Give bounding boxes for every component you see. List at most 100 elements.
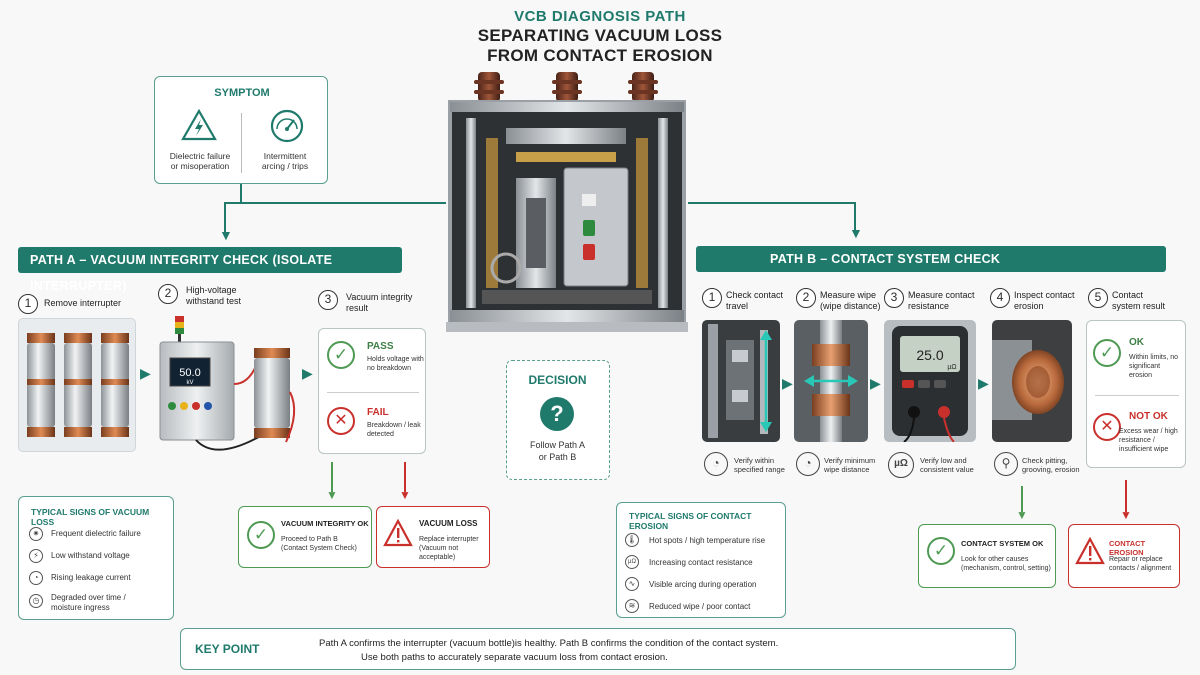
arc-icon: ∿ bbox=[625, 577, 639, 591]
step-label: Check contact travel bbox=[726, 290, 784, 311]
vacuum-ok-title: VACUUM INTEGRITY OK bbox=[281, 519, 369, 528]
ohm-icon: µΩ bbox=[888, 452, 914, 478]
gauge-icon: ◔ bbox=[796, 452, 820, 476]
ohm-value: 25.0 bbox=[916, 347, 943, 363]
signs-erosion-box: TYPICAL SIGNS OF CONTACT EROSION 🌡 Hot s… bbox=[616, 502, 786, 618]
signs-erosion-header: TYPICAL SIGNS OF CONTACT EROSION bbox=[629, 511, 752, 531]
gauge-icon: ◔ bbox=[29, 571, 43, 585]
connector-line bbox=[688, 202, 856, 204]
key-point-line-1: Path A confirms the interrupter (vacuum … bbox=[319, 638, 779, 649]
fail-description: Breakdown / leak detected bbox=[367, 422, 421, 438]
symptom-box: SYMPTOM Dielectric failure or misoperati… bbox=[154, 76, 328, 184]
title-top: VCB DIAGNOSIS PATH bbox=[514, 8, 686, 25]
hv-tester-image: 50.0 kV bbox=[159, 316, 296, 451]
interrupters-image bbox=[18, 318, 136, 452]
list-item: Rising leakage current bbox=[51, 573, 131, 582]
gauge-icon: ◔ bbox=[704, 452, 728, 476]
arrow-down-icon: ▼ bbox=[219, 227, 233, 243]
step-label: High-voltage withstand test bbox=[186, 285, 242, 306]
step-number: 1 bbox=[18, 294, 38, 314]
contact-system-ok-box: ✓ CONTACT SYSTEM OK Look for other cause… bbox=[918, 524, 1056, 588]
pass-description: Holds voltage with no breakdown bbox=[367, 356, 424, 372]
page-title: SEPARATING VACUUM LOSS FROM CONTACT EROS… bbox=[400, 26, 800, 66]
spark-icon: ✷ bbox=[29, 527, 43, 541]
arrow-down-red-icon: ▼ bbox=[399, 488, 411, 502]
step-number: 1 bbox=[702, 288, 722, 308]
arrow-right-icon: ▶ bbox=[302, 365, 313, 381]
step-note: Check pitting, grooving, erosion bbox=[1022, 456, 1080, 474]
meter-value: 50.0 bbox=[179, 367, 200, 379]
not-ok-description: Excess wear / high resistance / insuffic… bbox=[1119, 428, 1178, 453]
warning-icon bbox=[1075, 537, 1105, 565]
step-label: Measure wipe (wipe distance) bbox=[820, 290, 881, 311]
path-b-banner-text: PATH B – CONTACT SYSTEM CHECK bbox=[770, 252, 1001, 266]
gauge-icon bbox=[270, 109, 304, 143]
path-a-banner: PATH A – VACUUM INTEGRITY CHECK (ISOLATE… bbox=[18, 247, 402, 293]
arrow-down-red-icon: ▼ bbox=[1120, 508, 1132, 522]
connector-line bbox=[224, 202, 446, 204]
high-voltage-warning-icon bbox=[181, 109, 217, 141]
arrow-down-green-icon: ▼ bbox=[326, 488, 338, 502]
step-label: Vacuum integrity result bbox=[346, 292, 413, 313]
arrow-right-icon: ▶ bbox=[870, 375, 881, 391]
contact-travel-image bbox=[702, 320, 780, 442]
arrow-line-red bbox=[1125, 480, 1127, 512]
step-note: Verify minimum wipe distance bbox=[824, 456, 876, 474]
contact-erosion-image bbox=[992, 320, 1072, 442]
step-note: Verify within specified range bbox=[734, 456, 785, 474]
not-ok-title: NOT OK bbox=[1129, 411, 1168, 422]
contact-erosion-title: CONTACT EROSION bbox=[1109, 539, 1146, 557]
wipe-distance-image bbox=[794, 320, 868, 442]
ok-title: OK bbox=[1129, 337, 1144, 348]
arrow-line-red bbox=[404, 462, 406, 492]
check-icon: ✓ bbox=[247, 521, 275, 549]
vacuum-loss-desc: Replace interrupter (Vacuum not acceptab… bbox=[419, 536, 479, 561]
ok-description: Within limits, no significant erosion bbox=[1129, 354, 1179, 379]
step-label: Remove interrupter bbox=[44, 298, 122, 308]
key-point-box: KEY POINT Path A confirms the interrupte… bbox=[180, 628, 1016, 670]
step-number: 4 bbox=[990, 288, 1010, 308]
list-item: Low withstand voltage bbox=[51, 551, 130, 560]
list-item: Increasing contact resistance bbox=[649, 558, 753, 567]
step-number: 2 bbox=[158, 284, 178, 304]
arrow-down-icon: ▼ bbox=[849, 225, 863, 241]
list-item: Frequent dielectric failure bbox=[51, 529, 141, 538]
fail-title: FAIL bbox=[367, 407, 389, 418]
ohm-unit: µΩ bbox=[947, 364, 956, 371]
key-point-label: KEY POINT bbox=[195, 642, 260, 656]
check-icon: ✓ bbox=[927, 537, 955, 565]
vacuum-integrity-ok-box: ✓ VACUUM INTEGRITY OK Proceed to Path B … bbox=[238, 506, 372, 568]
arrow-down-green-icon: ▼ bbox=[1016, 508, 1028, 522]
vacuum-loss-box: VACUUM LOSS Replace interrupter (Vacuum … bbox=[376, 506, 490, 568]
list-item: Visible arcing during operation bbox=[649, 580, 757, 589]
meter-unit: kV bbox=[186, 380, 193, 386]
decision-box: DECISION ? Follow Path A or Path B bbox=[506, 360, 610, 480]
fail-x-icon: ✕ bbox=[327, 407, 355, 435]
step-label: Inspect contact erosion bbox=[1014, 290, 1075, 311]
not-ok-x-icon: ✕ bbox=[1093, 413, 1121, 441]
warning-icon bbox=[383, 519, 413, 547]
ok-check-icon: ✓ bbox=[1093, 339, 1121, 367]
arrow-right-icon: ▶ bbox=[978, 375, 989, 391]
path-b-banner: PATH B – CONTACT SYSTEM CHECK bbox=[696, 246, 1166, 272]
clock-icon: ◷ bbox=[29, 594, 43, 608]
arrow-line-green bbox=[1021, 486, 1023, 512]
title-line-1: SEPARATING VACUUM LOSS bbox=[477, 26, 723, 45]
pass-title: PASS bbox=[367, 341, 394, 352]
contact-ok-title: CONTACT SYSTEM OK bbox=[961, 539, 1044, 548]
step-number: 3 bbox=[884, 288, 904, 308]
wipe-icon: ≋ bbox=[625, 599, 639, 613]
signs-vacuum-header: TYPICAL SIGNS OF VACUUM LOSS bbox=[31, 507, 150, 527]
step-label: Contact system result bbox=[1112, 290, 1166, 311]
contact-ok-desc: Look for other causes (mechanism, contro… bbox=[961, 556, 1051, 572]
arrow-line-green bbox=[331, 462, 333, 492]
voltage-icon: ⚡ bbox=[29, 549, 43, 563]
list-item: Reduced wipe / poor contact bbox=[649, 602, 751, 611]
symptom-left-text: Dielectric failure or misoperation bbox=[169, 151, 231, 171]
resistance-meter-image: 25.0 µΩ bbox=[884, 320, 976, 442]
symptom-right-text: Intermittent arcing / trips bbox=[261, 151, 309, 171]
signs-vacuum-box: TYPICAL SIGNS OF VACUUM LOSS ✷ Frequent … bbox=[18, 496, 174, 620]
thermometer-icon: 🌡 bbox=[625, 533, 639, 547]
step-note: Verify low and consistent value bbox=[920, 456, 974, 474]
step-number: 2 bbox=[796, 288, 816, 308]
